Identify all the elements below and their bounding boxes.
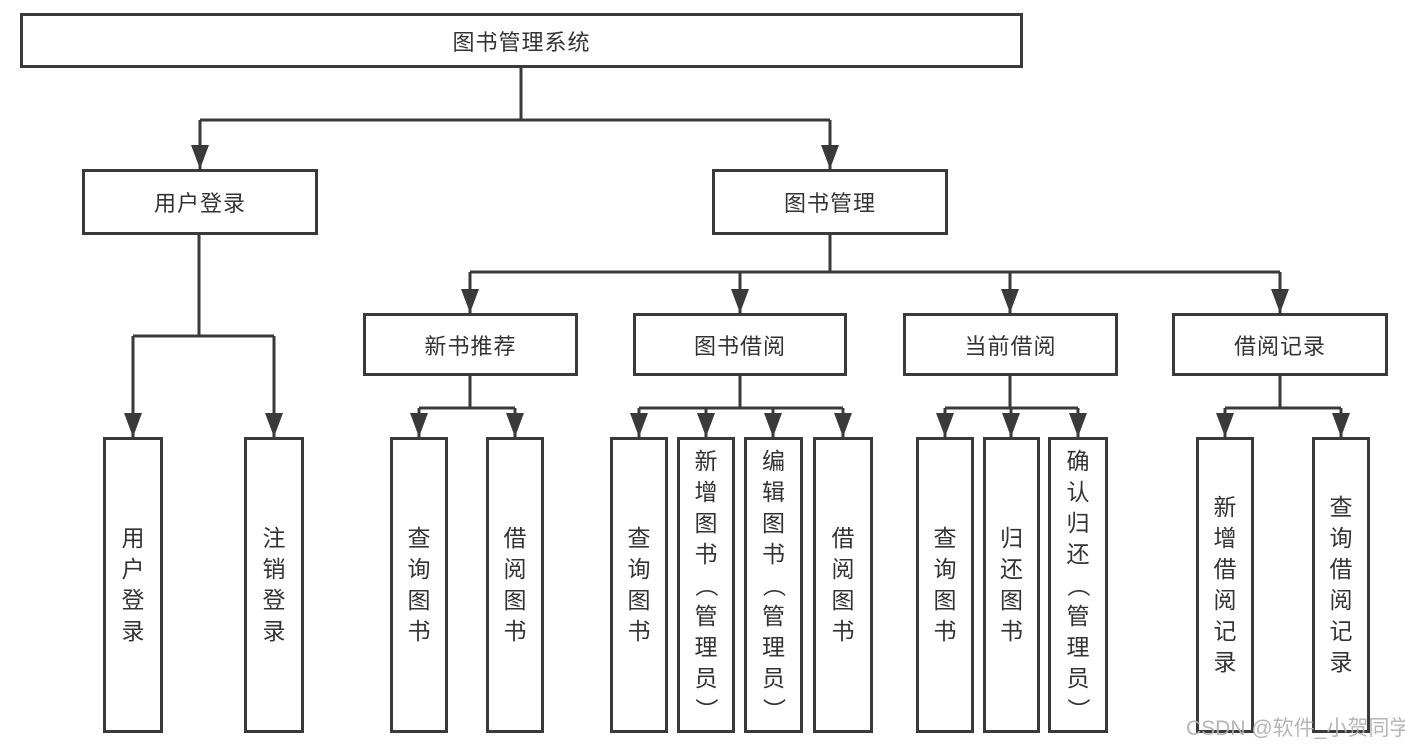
leaf-query-books-3: 查询图书 (916, 437, 974, 733)
node-label: 用户登录 (153, 191, 246, 216)
node-label: 归还图书 (1000, 525, 1023, 644)
leaf-confirm-return-admin: 确认归还（管理员） (1048, 437, 1108, 733)
node-new-book-recommend: 新书推荐 (363, 313, 578, 376)
node-label: 查询图书 (627, 525, 651, 644)
csdn-watermark: CSDN @软件_小贺同学 (1186, 717, 1405, 740)
node-label: 新增借阅记录 (1213, 494, 1237, 675)
node-book-management-branch: 图书管理 (712, 169, 948, 235)
node-borrowing-records: 借阅记录 (1172, 313, 1388, 376)
node-label: 查询借阅记录 (1329, 494, 1353, 675)
node-label: 当前借阅 (964, 333, 1057, 359)
leaf-edit-books-admin: 编辑图书（管理员） (744, 437, 803, 733)
node-label: 新增图书（管理员） (693, 447, 720, 721)
node-label: 新书推荐 (424, 333, 517, 359)
node-label: 图书管理 (783, 191, 876, 216)
node-library-management-system: 图书管理系统 (20, 13, 1023, 68)
node-label: 确认归还（管理员） (1065, 447, 1092, 721)
leaf-add-borrow-record: 新增借阅记录 (1196, 437, 1254, 733)
node-label: 查询图书 (407, 525, 431, 644)
node-label: 用户登录 (121, 525, 145, 644)
node-book-borrowing: 图书借阅 (633, 313, 847, 376)
leaf-logout: 注销登录 (244, 437, 304, 733)
node-current-borrowing: 当前借阅 (903, 313, 1118, 376)
node-label: 图书管理系统 (452, 29, 591, 55)
node-label: 借阅图书 (831, 525, 855, 644)
node-label: 借阅图书 (503, 525, 527, 644)
leaf-borrow-books-1: 借阅图书 (486, 437, 544, 733)
node-label: 编辑图书（管理员） (761, 447, 787, 721)
node-label: 注销登录 (262, 525, 286, 644)
leaf-query-books-1: 查询图书 (390, 437, 448, 733)
node-label: 图书借阅 (693, 333, 786, 359)
node-label: 查询图书 (933, 525, 957, 644)
node-label: 借阅记录 (1233, 333, 1326, 359)
leaf-add-books-admin: 新增图书（管理员） (677, 437, 735, 733)
node-user-login-branch: 用户登录 (82, 169, 318, 235)
leaf-borrow-books-2: 借阅图书 (813, 437, 873, 733)
leaf-query-books-2: 查询图书 (610, 437, 668, 733)
leaf-return-books: 归还图书 (983, 437, 1040, 733)
leaf-user-login: 用户登录 (103, 437, 163, 733)
leaf-query-borrow-record: 查询借阅记录 (1312, 437, 1370, 733)
